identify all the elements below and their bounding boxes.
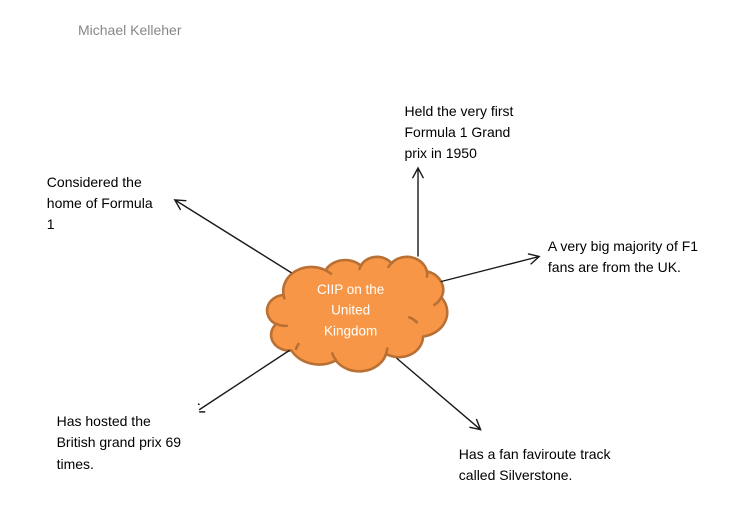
svg-text:CIIP on the: CIIP on the	[317, 282, 384, 297]
svg-text:United: United	[331, 303, 370, 318]
svg-text:Kingdom: Kingdom	[324, 324, 377, 339]
